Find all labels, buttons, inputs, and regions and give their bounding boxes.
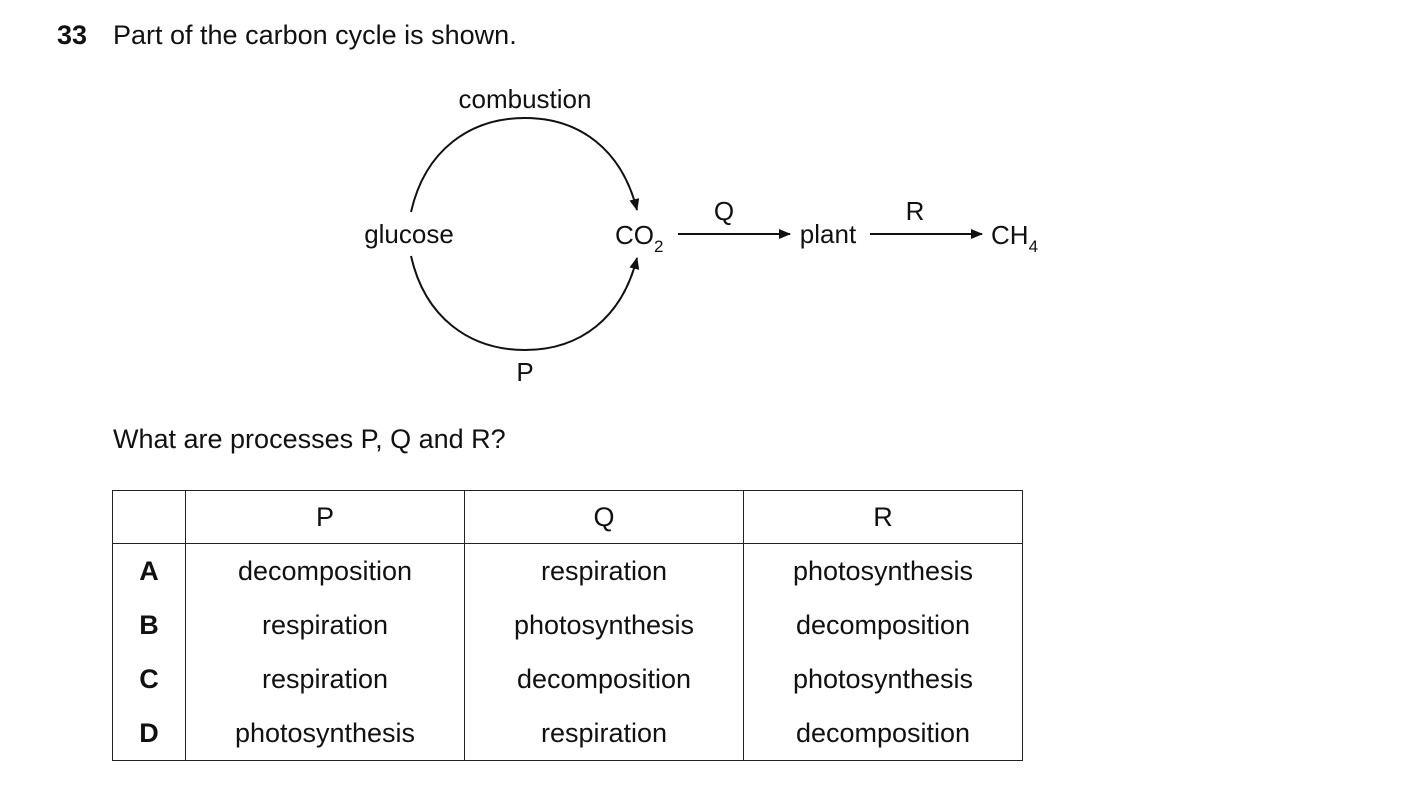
answer-table: P Q R A decomposition respiration photos…	[112, 490, 1023, 761]
question-prompt: What are processes P, Q and R?	[113, 424, 506, 454]
table-row[interactable]: A decomposition respiration photosynthes…	[112, 543, 1023, 598]
cell-q: respiration	[464, 543, 744, 598]
co2-label: CO2	[615, 220, 663, 256]
cell-q: photosynthesis	[464, 598, 744, 652]
ch4-main: CH	[991, 220, 1029, 250]
cell-r: decomposition	[743, 598, 1023, 652]
table-row[interactable]: C respiration decomposition photosynthes…	[112, 652, 1023, 706]
question-text: Part of the carbon cycle is shown.	[113, 20, 517, 50]
co2-subscript: 2	[654, 237, 663, 256]
co2-main: CO	[615, 220, 654, 250]
cell-q: decomposition	[464, 652, 744, 706]
option-letter: C	[112, 652, 186, 706]
r-label: R	[906, 196, 925, 226]
combustion-label: combustion	[459, 84, 592, 114]
cell-p: photosynthesis	[185, 706, 465, 761]
cell-r: decomposition	[743, 706, 1023, 761]
table-row[interactable]: B respiration photosynthesis decompositi…	[112, 598, 1023, 652]
header-p: P	[185, 490, 465, 544]
cell-p: decomposition	[185, 543, 465, 598]
header-q: Q	[464, 490, 744, 544]
ch4-label: CH4	[991, 220, 1038, 256]
cell-r: photosynthesis	[743, 652, 1023, 706]
option-letter: B	[112, 598, 186, 652]
ch4-subscript: 4	[1029, 237, 1038, 256]
cell-r: photosynthesis	[743, 543, 1023, 598]
table-header-row: P Q R	[112, 490, 1023, 544]
header-r: R	[743, 490, 1023, 544]
option-letter: D	[112, 706, 186, 761]
cell-q: respiration	[464, 706, 744, 761]
header-blank	[112, 490, 186, 544]
glucose-label: glucose	[364, 219, 454, 249]
cell-p: respiration	[185, 598, 465, 652]
carbon-cycle-diagram: combustion glucose CO2 P Q plant R CH4	[364, 84, 1038, 387]
plant-label: plant	[800, 219, 857, 249]
combustion-arc	[410, 116, 640, 213]
cell-p: respiration	[185, 652, 465, 706]
option-letter: A	[112, 543, 186, 598]
p-arc	[410, 255, 640, 352]
q-label: Q	[714, 196, 734, 226]
p-label: P	[516, 357, 533, 387]
table-row[interactable]: D photosynthesis respiration decompositi…	[112, 706, 1023, 761]
question-number: 33	[57, 20, 88, 50]
